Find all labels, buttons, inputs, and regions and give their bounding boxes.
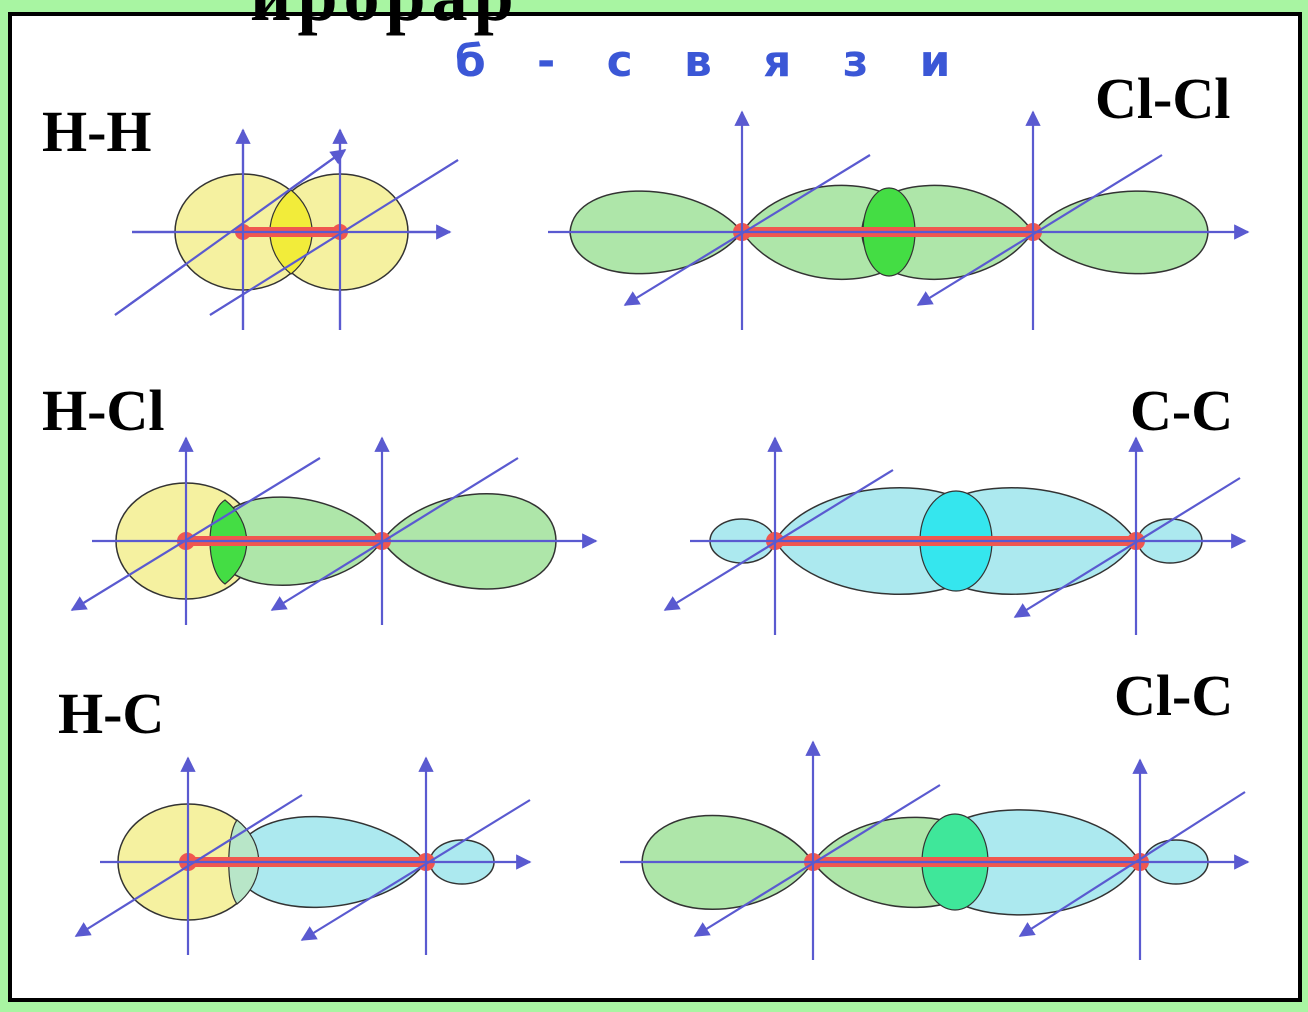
label-c-c: C-C — [1130, 378, 1234, 443]
label-h-cl: H-Cl — [42, 378, 165, 443]
diagram-title: б - с в я з и — [455, 36, 969, 87]
diagram-h-cl — [70, 436, 598, 625]
diagram-h-c — [74, 756, 532, 955]
axes — [620, 740, 1250, 960]
axes — [548, 110, 1250, 330]
label-h-c: H-C — [58, 681, 165, 746]
diagram-h-h — [114, 128, 459, 330]
diagram-cl-c — [620, 740, 1250, 960]
label-h-h: H-H — [42, 99, 152, 164]
axes — [70, 436, 598, 625]
diagram-cl-cl — [548, 110, 1250, 330]
diagram-c-c — [663, 436, 1247, 635]
label-cl-cl: Cl-Cl — [1095, 66, 1231, 131]
axes — [74, 756, 532, 955]
axes — [663, 436, 1247, 635]
clipped-heading: ирорар — [250, 0, 520, 32]
label-cl-c: Cl-C — [1114, 663, 1234, 728]
